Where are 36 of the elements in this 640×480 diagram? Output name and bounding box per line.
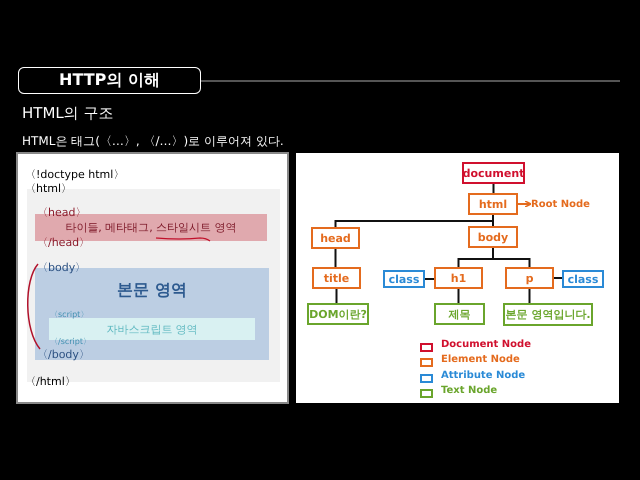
- connector-line: [458, 289, 460, 303]
- element-node-box: html: [468, 193, 518, 215]
- element-node-box: body: [468, 226, 518, 248]
- attribute-node-box: class: [562, 270, 604, 288]
- code-tag: 〈script〉: [50, 309, 88, 320]
- document-node-box: document: [462, 162, 525, 184]
- element-node-box: head: [311, 227, 360, 249]
- code-tag: 〈!doctype html〉: [25, 167, 124, 182]
- connector-line: [334, 249, 336, 267]
- subtitle-text: HTML은 태그(〈…〉, 〈/…〉)로 이루어져 있다.: [22, 133, 284, 150]
- legend-label: Attribute Node: [441, 370, 526, 381]
- code-tag: 〈body〉: [37, 260, 86, 275]
- connector-line: [554, 277, 562, 279]
- connector-line: [528, 289, 530, 303]
- attribute-node-box: class: [383, 270, 425, 288]
- legend-label: Text Node: [441, 385, 498, 396]
- legend-label: Document Node: [441, 339, 531, 350]
- section-heading: HTML의 구조: [22, 104, 114, 123]
- element-node-box: title: [312, 267, 361, 289]
- code-tag: 〈/html〉: [25, 374, 76, 389]
- code-tag: 〈html〉: [25, 181, 72, 196]
- arrow: [518, 200, 532, 208]
- code-tag: 〈/body〉: [37, 347, 90, 362]
- root-node-label: Root Node: [531, 197, 591, 213]
- connector-line: [492, 184, 494, 193]
- connector-line: [336, 289, 338, 303]
- legend-label: Element Node: [441, 354, 520, 365]
- text-node-box: 제목: [434, 303, 485, 325]
- title-box: HTTP의 이해: [18, 67, 201, 94]
- connector-line: [492, 248, 530, 267]
- text-node-box: 본문 영역입니다.: [503, 303, 593, 326]
- connector-line: [425, 278, 434, 280]
- area-label: 본문 영역: [116, 280, 188, 301]
- element-node-box: h1: [434, 267, 483, 289]
- element-node-box: p: [505, 267, 554, 289]
- text-node-box: DOM이란?: [307, 303, 369, 325]
